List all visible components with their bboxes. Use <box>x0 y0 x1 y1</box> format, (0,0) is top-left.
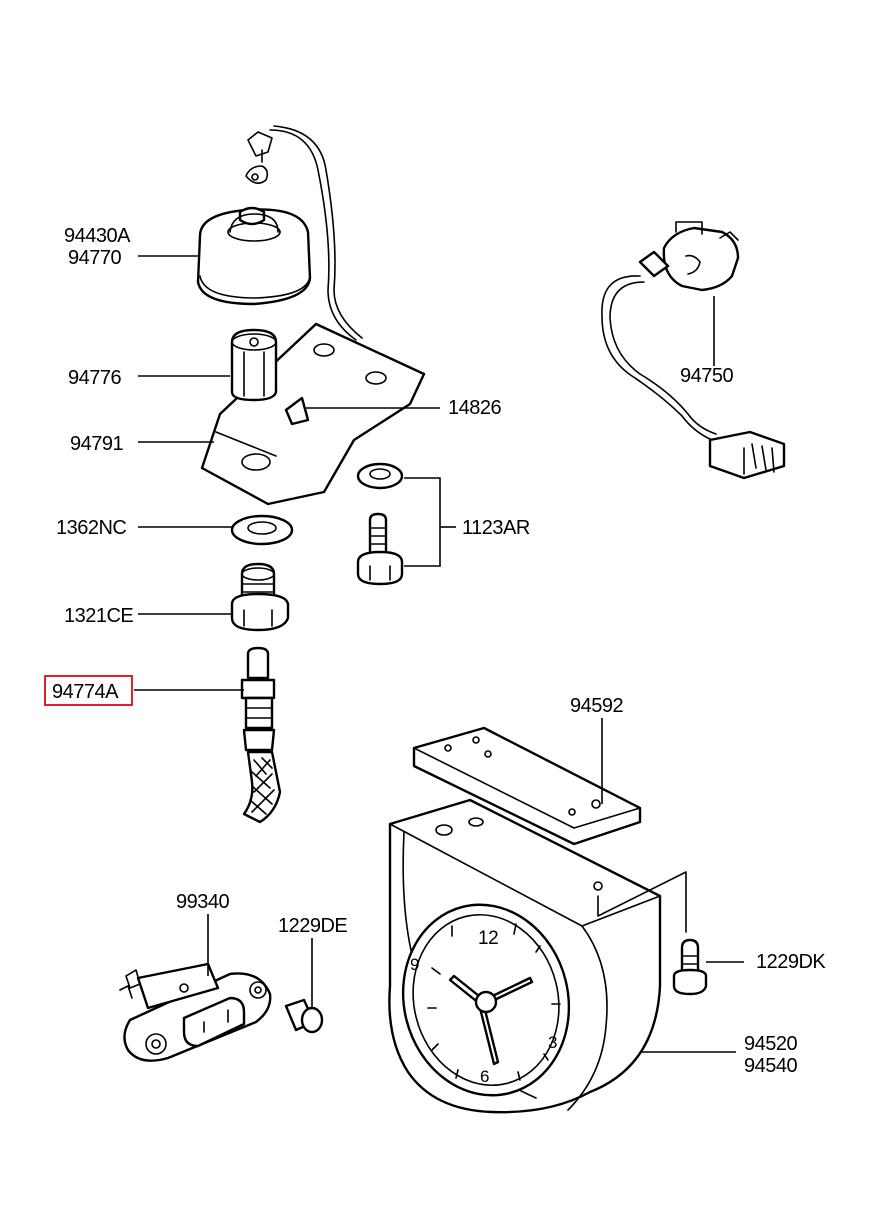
label-94592: 94592 <box>570 695 623 717</box>
washer-1123ar <box>356 462 404 490</box>
clock-part: 12 3 6 9 <box>388 798 687 1114</box>
rocker-switch-part <box>119 962 272 1062</box>
label-94540: 94540 <box>744 1055 797 1077</box>
label-1321ce: 1321CE <box>64 605 133 627</box>
label-14826: 14826 <box>448 397 501 419</box>
clock-numeral-9: 9 <box>410 955 419 974</box>
fitting-1321ce <box>230 562 290 632</box>
label-94774a: 94774A <box>52 681 119 703</box>
screw-1229dk <box>672 938 708 996</box>
label-94776: 94776 <box>68 367 121 389</box>
label-1229dk: 1229DK <box>756 951 826 973</box>
mount-plate-part <box>412 726 642 846</box>
label-1229de: 1229DE <box>278 915 347 937</box>
bolt-1123ar <box>356 512 404 586</box>
bracket-part <box>200 322 426 506</box>
label-99340: 99340 <box>176 891 229 913</box>
switch-harness-part <box>601 221 786 480</box>
sensor-cable-part <box>240 646 282 824</box>
clock-numeral-3: 3 <box>548 1033 557 1052</box>
label-94770: 94770 <box>68 247 121 269</box>
label-94791: 94791 <box>70 433 123 455</box>
label-94430a: 94430A <box>64 225 131 247</box>
clock-numeral-6: 6 <box>480 1067 489 1086</box>
washer-1362nc <box>230 514 294 546</box>
label-94750: 94750 <box>680 365 733 387</box>
label-94520: 94520 <box>744 1033 797 1055</box>
clock-numeral-12: 12 <box>478 928 498 949</box>
rivet-1229de <box>284 998 324 1034</box>
leader-lines <box>134 255 744 1053</box>
highlight-box-94774a <box>44 675 133 706</box>
sender-cap-part <box>196 125 363 341</box>
label-1362nc: 1362NC <box>56 517 126 539</box>
label-1123ar: 1123AR <box>462 517 530 539</box>
